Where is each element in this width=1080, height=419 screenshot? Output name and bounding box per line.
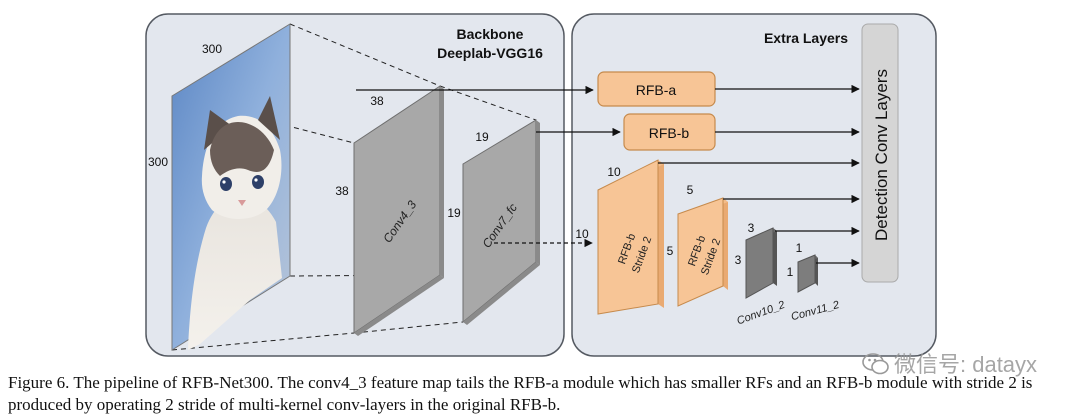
conv4-3-height-label: 38 — [335, 184, 349, 198]
projection-lines-conv4 — [353, 85, 537, 334]
detection-arrows — [658, 84, 860, 268]
rfb-b-stride2-2-size-side: 5 — [667, 244, 674, 258]
detection-conv-layers — [861, 23, 899, 283]
rfb-input-size-label: 10 — [575, 227, 589, 241]
conv7-fc-height-label: 19 — [447, 206, 461, 220]
backbone-subtitle: Deeplab-VGG16 — [437, 45, 543, 61]
conv10-2-slab — [745, 227, 777, 299]
input-height-label: 300 — [148, 155, 168, 169]
conv11-2-size-top: 1 — [796, 241, 803, 255]
rfb-b-stride2-1-size-label: 10 — [607, 165, 621, 179]
conv4-3-slab — [353, 85, 444, 336]
conv11-2-size-side: 1 — [787, 265, 794, 279]
conv11-2-slab — [797, 254, 818, 293]
backbone-arrows — [356, 85, 621, 248]
conv4-3-width-label: 38 — [370, 94, 384, 108]
conv7-fc-width-label: 19 — [475, 130, 489, 144]
rfb-b-stride2-2-size-top: 5 — [687, 183, 694, 197]
detection-conv-layers-label: Detection Conv Layers — [872, 69, 891, 241]
backbone-title: Backbone — [457, 26, 524, 42]
conv7-fc-slab — [462, 119, 540, 325]
rfb-b-label: RFB-b — [649, 125, 690, 141]
wechat-icon — [862, 353, 889, 375]
input-width-label: 300 — [202, 42, 222, 56]
rfb-b-stride2-slab-1 — [597, 159, 664, 315]
watermark: 微信号: datayx — [862, 347, 1037, 379]
extra-layers-title: Extra Layers — [764, 30, 848, 46]
rfb-a-label: RFB-a — [636, 82, 677, 98]
conv10-2-size-side: 3 — [735, 253, 742, 267]
rfb-b-stride2-slab-2 — [677, 197, 728, 307]
watermark-text: 微信号: datayx — [894, 352, 1038, 377]
conv10-2-size-top: 3 — [748, 221, 755, 235]
input-image — [171, 23, 291, 351]
figure-caption: Figure 6. The pipeline of RFB-Net300. Th… — [8, 373, 1033, 414]
